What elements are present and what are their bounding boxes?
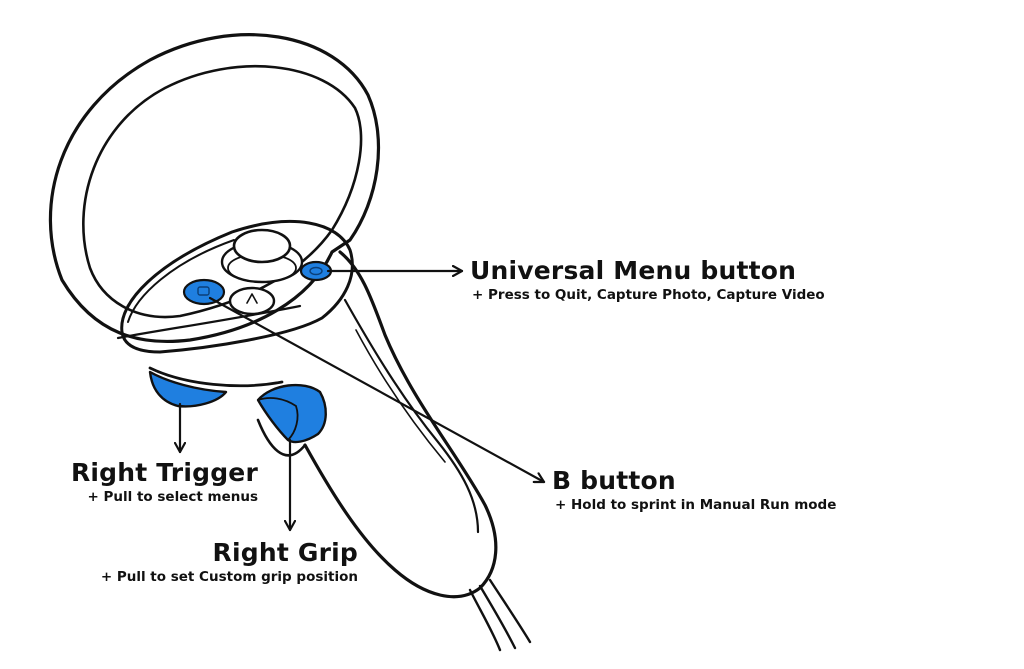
face-rim bbox=[127, 239, 235, 323]
a-button[interactable] bbox=[228, 286, 276, 316]
callout-title: B button bbox=[552, 466, 676, 495]
b-leader-line bbox=[208, 296, 546, 482]
handle-seam-inner bbox=[355, 329, 446, 463]
callout-title: Right Grip bbox=[212, 538, 358, 567]
b-button[interactable] bbox=[182, 278, 226, 306]
handle-seam bbox=[343, 298, 480, 534]
trigger-housing bbox=[148, 366, 284, 388]
callout-description: + Hold to sprint in Manual Run mode bbox=[555, 497, 837, 513]
controller-face bbox=[120, 220, 354, 354]
right-trigger[interactable] bbox=[148, 370, 228, 408]
tracking-ring-inner bbox=[82, 64, 363, 319]
thumbstick[interactable] bbox=[220, 228, 304, 284]
callout-description: + Pull to select menus bbox=[87, 489, 258, 505]
tracking-ring-lip bbox=[116, 304, 302, 340]
wrist-cable bbox=[468, 578, 532, 652]
callout-b-button: B button + Hold to sprint in Manual Run … bbox=[552, 466, 836, 514]
callout-right-grip: Right Grip + Pull to set Custom grip pos… bbox=[62, 538, 358, 586]
callout-title: Universal Menu button bbox=[470, 256, 797, 285]
universal-menu-button[interactable] bbox=[299, 260, 333, 282]
tracking-ring-outer bbox=[48, 33, 381, 344]
callout-description: + Press to Quit, Capture Photo, Capture … bbox=[472, 287, 825, 303]
callout-title: Right Trigger bbox=[70, 458, 258, 487]
callout-right-trigger: Right Trigger + Pull to select menus bbox=[60, 458, 258, 506]
right-grip[interactable] bbox=[256, 383, 327, 444]
right-grip-edge bbox=[257, 397, 299, 441]
callout-description: + Pull to set Custom grip position bbox=[100, 569, 358, 585]
callout-universal-menu: Universal Menu button + Press to Quit, C… bbox=[470, 256, 825, 304]
grip-housing bbox=[256, 418, 307, 457]
controller-handle bbox=[303, 250, 498, 599]
